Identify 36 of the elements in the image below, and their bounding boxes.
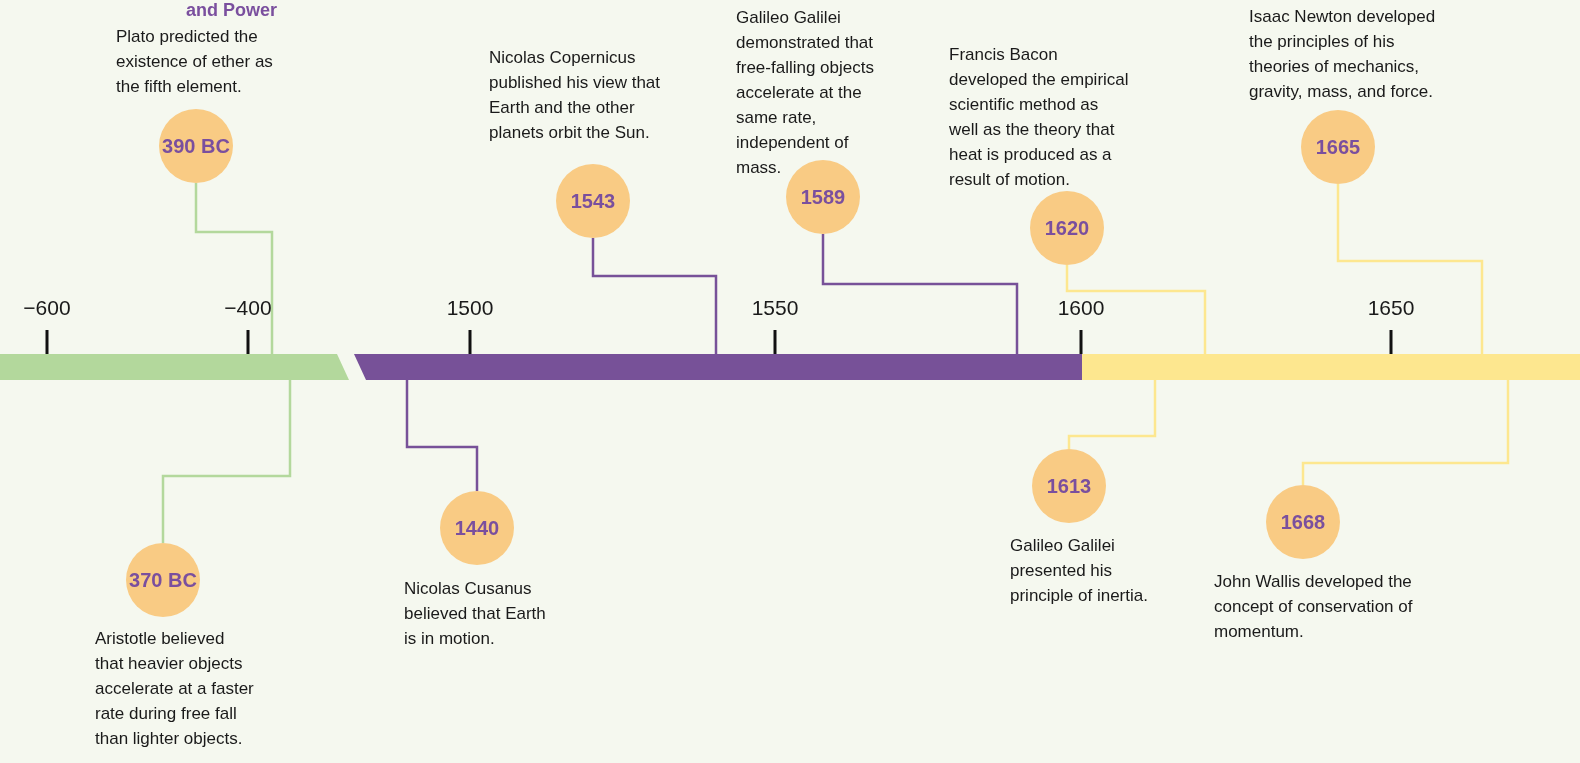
date-circle: 1665 bbox=[1301, 110, 1375, 184]
timeline-bar bbox=[0, 354, 349, 380]
event-description: John Wallis developed the concept of conservation of momentum. bbox=[1214, 571, 1414, 643]
tick-label: 1550 bbox=[750, 296, 800, 320]
leader-line bbox=[591, 238, 718, 354]
tick-label: 1650 bbox=[1366, 296, 1416, 320]
date-circle: 1613 bbox=[1032, 449, 1106, 523]
date-circle: 1440 bbox=[440, 491, 514, 565]
leader-line bbox=[821, 234, 1019, 354]
date-circle: 1543 bbox=[556, 164, 630, 238]
event-description: Nicolas Copernicus published his view that Earth and the other planets orbit the Sun. bbox=[489, 47, 662, 144]
event-description: Francis Bacon developed the empirical scientific method as well as the theory that heat is produced as a result of motion. bbox=[949, 44, 1130, 191]
heading-text: and Power bbox=[186, 0, 278, 20]
timeline-bar bbox=[1082, 354, 1580, 380]
event-description: Aristotle believed that heavier objects accelerate at a faster rate during free fall than lighter objects. bbox=[95, 628, 255, 750]
date-circle: 390 BC bbox=[159, 109, 233, 183]
date-circle: 1620 bbox=[1030, 191, 1104, 265]
event-description: Galileo Galilei presented his principle of inertia. bbox=[1010, 535, 1149, 607]
tick-label: −400 bbox=[223, 296, 273, 320]
leader-line bbox=[1065, 265, 1207, 354]
leader-line bbox=[194, 183, 274, 354]
leader-line bbox=[1067, 380, 1157, 449]
tick-label: 1500 bbox=[445, 296, 495, 320]
leader-line bbox=[1336, 184, 1484, 354]
leader-line bbox=[1301, 380, 1510, 485]
leader-line bbox=[161, 380, 292, 543]
timeline-bar bbox=[354, 354, 1084, 380]
date-circle: 1589 bbox=[786, 160, 860, 234]
tick-label: 1600 bbox=[1056, 296, 1106, 320]
event-description: Nicolas Cusanus believed that Earth is in motion. bbox=[404, 578, 547, 650]
date-circle: 1668 bbox=[1266, 485, 1340, 559]
event-description: Isaac Newton developed the principles of his theories of mechanics, gravity, mass, and force. bbox=[1249, 6, 1437, 103]
leader-line bbox=[405, 380, 479, 491]
tick-label: −600 bbox=[22, 296, 72, 320]
date-circle: 370 BC bbox=[126, 543, 200, 617]
event-description: Plato predicted the existence of ether as the fifth element. bbox=[116, 26, 274, 98]
